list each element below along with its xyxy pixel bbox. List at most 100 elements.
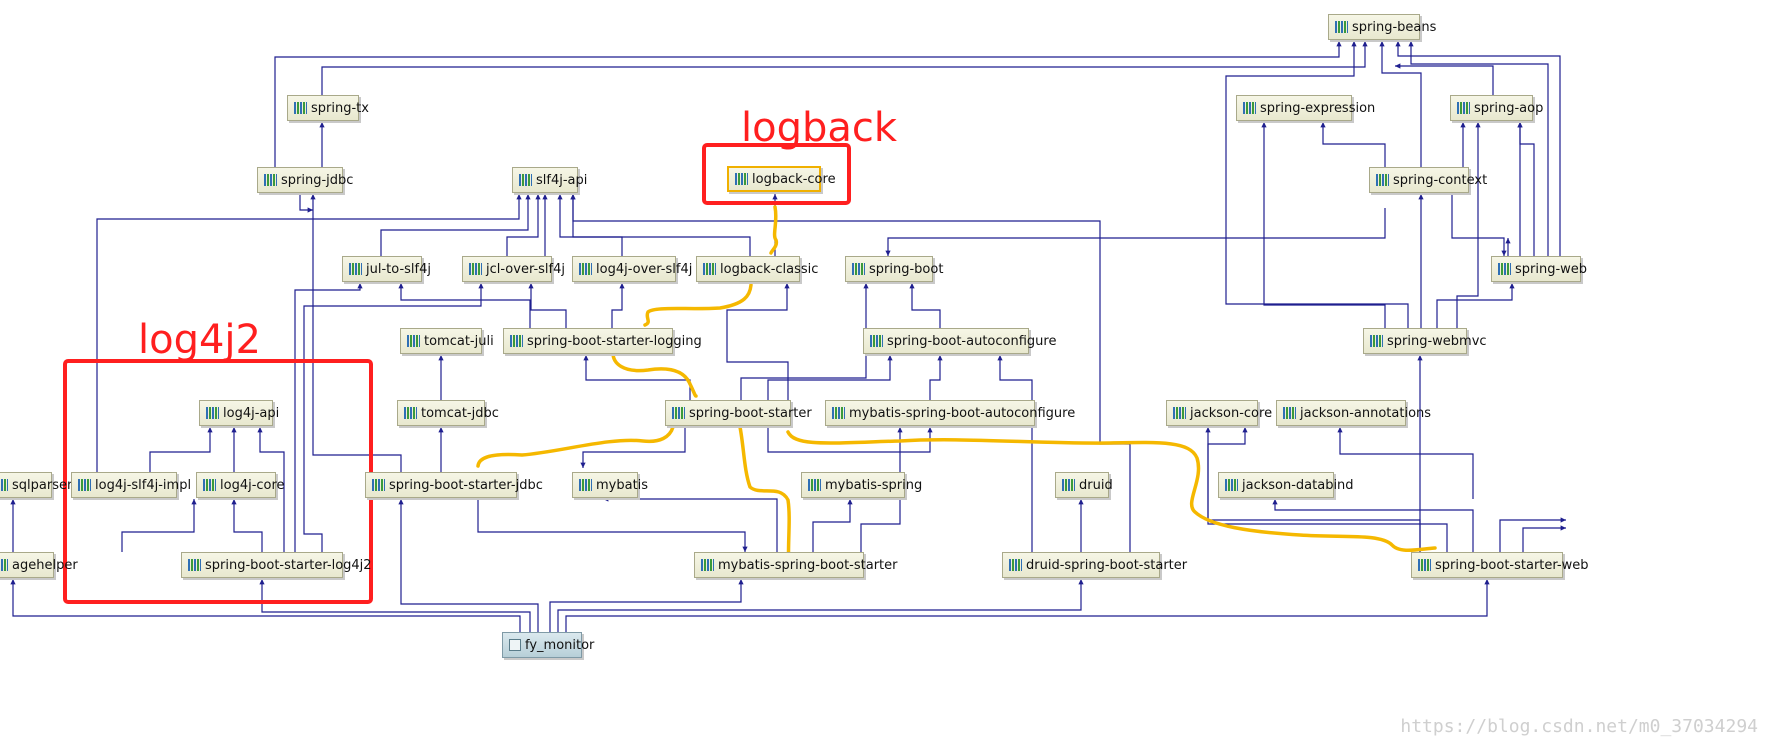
- dependency-edge: [299, 194, 313, 211]
- dependency-edge: [149, 427, 211, 472]
- node-spring-context[interactable]: spring-context: [1369, 167, 1487, 193]
- yellow-path-starter-jdbc: [476, 425, 675, 468]
- dependency-edge: [585, 355, 691, 400]
- node-log4j-api[interactable]: log4j-api: [199, 400, 279, 426]
- jar-icon: [1335, 21, 1348, 33]
- node-spring-boot-starter-logging[interactable]: spring-boot-starter-logging: [503, 328, 702, 354]
- edge-arrowhead: [885, 250, 891, 256]
- node-logback-classic[interactable]: logback-classic: [696, 256, 818, 282]
- jar-icon: [701, 559, 714, 571]
- dependency-edge: [999, 355, 1033, 552]
- edge-arrowhead: [1351, 41, 1357, 47]
- node-label: tomcat-jdbc: [421, 405, 499, 421]
- jar-icon: [206, 407, 219, 419]
- edge-arrowhead: [784, 283, 790, 289]
- node-label: tomcat-juli: [424, 333, 494, 349]
- node-spring-boot[interactable]: spring-boot: [845, 256, 943, 282]
- edge-arrowhead: [1475, 122, 1481, 128]
- node-spring-aop[interactable]: spring-aop: [1450, 95, 1543, 121]
- dependency-edge: [740, 283, 867, 400]
- dependency-edge: [611, 283, 623, 328]
- node-mybatis-spring-boot-starter[interactable]: mybatis-spring-boot-starter: [694, 552, 897, 578]
- node-jul-to-slf4j[interactable]: jul-to-slf4j: [342, 256, 431, 282]
- dependency-edge: [477, 499, 746, 552]
- node-spring-boot-starter-log4j2[interactable]: spring-boot-starter-log4j2: [181, 552, 372, 578]
- node-label: spring-boot-starter-logging: [527, 333, 702, 349]
- node-logback-core[interactable]: logback-core: [727, 166, 836, 192]
- node-spring-web[interactable]: spring-web: [1491, 256, 1587, 282]
- dependency-edge: [559, 194, 623, 256]
- node-spring-boot-starter-jdbc[interactable]: spring-boot-starter-jdbc: [365, 472, 543, 498]
- edge-arrowhead: [1418, 194, 1424, 200]
- node-pagehelper[interactable]: agehelper: [0, 552, 78, 578]
- dependency-edge: [1263, 122, 1386, 328]
- node-label: jackson-core: [1190, 405, 1273, 421]
- node-slf4j-api[interactable]: slf4j-api: [512, 167, 587, 193]
- jar-icon: [579, 479, 592, 491]
- dependency-edge: [887, 208, 1386, 256]
- node-mybatis-spring[interactable]: mybatis-spring: [801, 472, 922, 498]
- yellow-path-logback: [769, 205, 779, 255]
- jar-icon: [1457, 102, 1470, 114]
- edge-arrowhead: [1336, 41, 1342, 47]
- jar-icon: [1370, 335, 1383, 347]
- node-label: log4j-slf4j-impl: [95, 477, 192, 493]
- dependency-edge: [294, 283, 361, 552]
- dependency-edge: [565, 579, 1488, 632]
- dependency-edge: [1499, 519, 1566, 552]
- node-mybatis-spring-boot-autoconfigure[interactable]: mybatis-spring-boot-autoconfigure: [825, 400, 1075, 426]
- edge-arrowhead: [516, 194, 522, 200]
- dependency-edge: [261, 579, 531, 632]
- node-spring-jdbc[interactable]: spring-jdbc: [257, 167, 353, 193]
- node-label: druid-spring-boot-starter: [1026, 557, 1188, 573]
- node-spring-beans[interactable]: spring-beans: [1328, 14, 1436, 40]
- node-mybatis[interactable]: mybatis: [572, 472, 648, 498]
- edge-arrowhead: [847, 499, 853, 505]
- edge-arrowhead: [1261, 122, 1267, 128]
- yellow-path-starter-web: [786, 430, 1437, 552]
- node-log4j-core[interactable]: log4j-core: [196, 472, 285, 498]
- edge-arrowhead: [909, 283, 915, 289]
- dependency-edge: [1451, 194, 1505, 256]
- dependency-edge: [726, 283, 789, 400]
- node-label: spring-beans: [1352, 19, 1437, 35]
- node-log4j-over-slf4j[interactable]: log4j-over-slf4j: [572, 256, 692, 282]
- edge-arrowhead: [231, 427, 237, 433]
- node-spring-boot-starter-web[interactable]: spring-boot-starter-web: [1411, 552, 1588, 578]
- node-tomcat-jdbc[interactable]: tomcat-jdbc: [397, 400, 499, 426]
- jar-icon: [203, 479, 216, 491]
- edge-arrowhead: [231, 499, 237, 505]
- jar-icon: [404, 407, 417, 419]
- node-druid-spring-boot-starter[interactable]: druid-spring-boot-starter: [1002, 552, 1187, 578]
- node-spring-tx[interactable]: spring-tx: [287, 95, 369, 121]
- edge-arrowhead: [557, 194, 563, 200]
- node-druid[interactable]: druid: [1055, 472, 1113, 498]
- node-label: agehelper: [12, 557, 78, 573]
- node-log4j-slf4j-impl[interactable]: log4j-slf4j-impl: [71, 472, 191, 498]
- node-jackson-annotations[interactable]: jackson-annotations: [1276, 400, 1431, 426]
- node-tomcat-juli[interactable]: tomcat-juli: [400, 328, 494, 354]
- node-spring-webmvc[interactable]: spring-webmvc: [1363, 328, 1487, 354]
- edge-arrowhead: [1078, 499, 1084, 505]
- node-spring-boot-autoconfigure[interactable]: spring-boot-autoconfigure: [863, 328, 1056, 354]
- dependency-edge: [121, 499, 195, 552]
- edge-arrowhead: [1501, 250, 1507, 256]
- node-spring-boot-starter[interactable]: spring-boot-starter: [665, 400, 812, 426]
- edge-arrowhead: [1509, 283, 1515, 289]
- dependency-edge: [1456, 122, 1479, 328]
- edge-arrowhead: [10, 579, 16, 585]
- node-spring-expression[interactable]: spring-expression: [1236, 95, 1375, 121]
- edge-arrowhead: [570, 194, 576, 200]
- node-label: logback-classic: [720, 261, 819, 277]
- edge-arrowhead: [1460, 122, 1466, 128]
- node-label: mybatis-spring-boot-autoconfigure: [849, 405, 1076, 421]
- yellow-path-starter-mybatis: [738, 425, 791, 577]
- node-jackson-core[interactable]: jackson-core: [1166, 400, 1272, 426]
- jar-icon: [1418, 559, 1431, 571]
- dependency-edges: [10, 41, 1566, 632]
- node-fy-monitor[interactable]: fy_monitor: [502, 632, 594, 658]
- node-sqlparser[interactable]: sqlparser: [0, 472, 72, 498]
- node-jackson-databind[interactable]: jackson-databind: [1218, 472, 1354, 498]
- node-label: spring-boot-starter-web: [1435, 557, 1589, 573]
- node-jcl-over-slf4j[interactable]: jcl-over-slf4j: [462, 256, 565, 282]
